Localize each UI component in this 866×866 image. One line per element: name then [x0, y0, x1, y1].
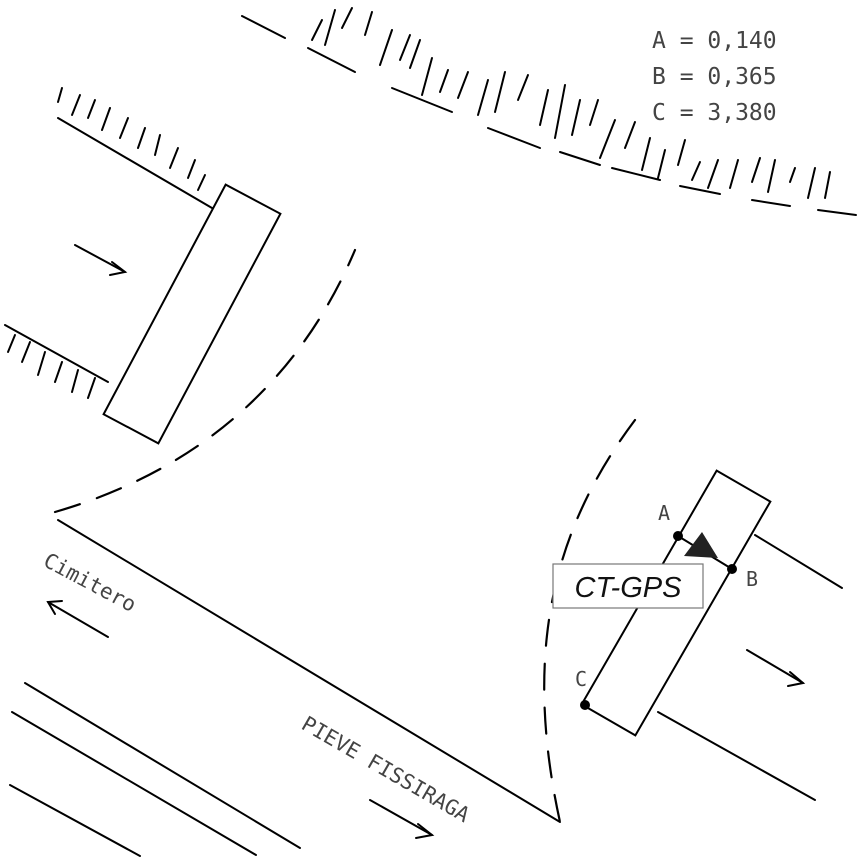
hatch-tick: [517, 74, 529, 101]
legend-line-a: A = 0,140: [652, 28, 777, 54]
point-a-label: A: [658, 501, 670, 525]
hatch-tick: [154, 134, 161, 156]
hatch-tick: [71, 369, 79, 393]
hatch-tick: [707, 159, 719, 189]
hatch-tick: [379, 29, 393, 66]
hatch-tick: [691, 161, 701, 181]
ct-gps-label: CT-GPS: [575, 572, 683, 604]
hatch-tick: [101, 107, 111, 131]
hatch-tick: [37, 351, 46, 376]
right-road-edge-upper: [754, 534, 843, 589]
hatch-tick: [807, 167, 816, 199]
dashed-curve-left: [53, 248, 357, 514]
hatch-tick: [341, 7, 353, 29]
arrow-icon: [74, 244, 128, 276]
hatch-tick: [54, 361, 63, 383]
hatch-tick: [169, 147, 179, 169]
legend-line-c: C = 3,380: [652, 100, 777, 126]
hatch-tick: [409, 39, 421, 69]
hatch-tick: [599, 119, 616, 159]
hatch-tick: [457, 71, 469, 99]
top-embankment: [241, 7, 857, 216]
arrow-icon: [46, 600, 109, 638]
hatch-tick: [87, 99, 96, 119]
hatch-tick: [399, 34, 411, 61]
main-road-edge: [57, 519, 561, 823]
hatch-tick: [571, 99, 581, 136]
lower-lane-3: [9, 784, 141, 857]
dashed-curve-right: [543, 418, 637, 824]
lower-lane-1: [24, 682, 301, 849]
hatch-tick: [677, 139, 686, 166]
hatch-tick: [137, 127, 146, 149]
hatch-tick: [311, 19, 323, 41]
hatch-tick: [364, 11, 373, 36]
hatch-tick: [824, 171, 831, 199]
hatch-tick: [789, 167, 796, 183]
arrow-icon: [369, 799, 435, 839]
hatch-tick: [7, 334, 16, 353]
hatch-tick: [324, 9, 336, 46]
left-embankment: [4, 87, 213, 399]
hatch-tick: [539, 89, 549, 126]
hatch-tick: [71, 94, 81, 116]
hatch-tick: [624, 121, 636, 149]
hatch-tick: [119, 117, 129, 139]
hatch-tick: [641, 137, 651, 171]
hatch-tick: [657, 149, 666, 179]
arrow-icon: [746, 649, 806, 687]
hatch-tick: [729, 159, 739, 189]
hatch-tick: [494, 71, 506, 113]
hatch-tick: [197, 174, 206, 191]
lower-lane-2: [11, 711, 257, 856]
hatch-tick: [421, 57, 433, 96]
hatch-tick: [439, 69, 449, 93]
hatch-tick: [751, 157, 761, 183]
hatch-tick: [187, 159, 196, 179]
hatch-tick: [589, 99, 599, 126]
hatch-tick: [87, 377, 96, 399]
triangle-marker-icon: [684, 532, 718, 558]
hatch-tick: [57, 87, 63, 103]
ct-gps-box: [552, 563, 704, 609]
hatch-tick: [554, 84, 566, 139]
legend-line-b: B = 0,365: [652, 64, 777, 90]
right-road-edge-lower: [657, 711, 816, 801]
hatch-tick: [477, 79, 489, 116]
hatch-tick: [21, 341, 31, 363]
point-c-label: C: [575, 667, 587, 691]
point-c-marker: [580, 700, 590, 710]
point-b-label: B: [746, 567, 758, 591]
hatch-tick: [767, 159, 776, 193]
left-traffic-island: [102, 183, 282, 445]
